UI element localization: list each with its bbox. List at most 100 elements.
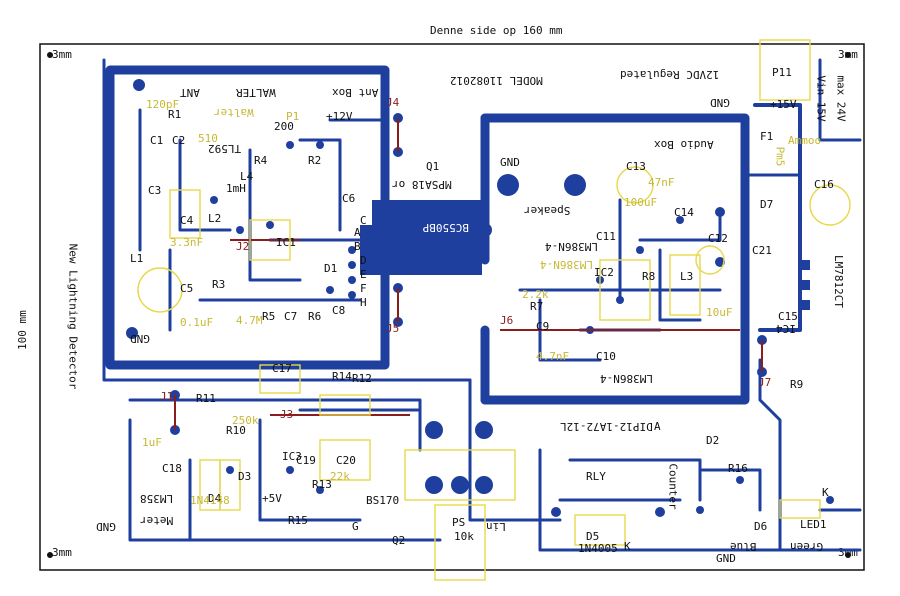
- pin-h: H: [360, 296, 367, 309]
- value-4-7nf: 4.7nF: [536, 350, 570, 363]
- jumper-wires: [174, 118, 763, 430]
- pin-b: B: [354, 240, 361, 253]
- part-r14: R14: [332, 370, 352, 383]
- part-c2: C2: [172, 134, 186, 147]
- part-c1: C1: [150, 134, 164, 147]
- ant-label: ANT: [180, 86, 200, 99]
- part-r12: R12: [352, 372, 372, 385]
- counter-label: Counter: [666, 463, 680, 510]
- copper-pours: [360, 200, 482, 275]
- part-d5: D5: [586, 530, 600, 543]
- part-l2: L2: [208, 212, 222, 225]
- value-120pf: 120pF: [146, 98, 180, 111]
- value-1mh: 1mH: [226, 182, 246, 195]
- transistor-alt-label: BC550BP: [422, 221, 469, 234]
- pin-c: C: [360, 214, 367, 227]
- part-r9: R9: [790, 378, 804, 391]
- green-label: Green: [790, 540, 824, 553]
- gnd-label-1: GND: [130, 332, 150, 345]
- part-led1: LED1: [800, 518, 827, 531]
- vin-label: Vin 15V: [814, 75, 828, 122]
- part-c20: C20: [336, 454, 356, 467]
- jumper-j4: J4: [386, 96, 400, 109]
- value-1n4148: 1N4148: [190, 494, 230, 507]
- walter-label: WALTER: [236, 86, 276, 99]
- part-r5: R5: [262, 310, 276, 323]
- model-label: MODEL 11082012: [450, 74, 543, 87]
- pin-f: F: [360, 282, 367, 295]
- value-22k: 22k: [330, 470, 350, 483]
- ic-lm386-2: LM386N-4: [540, 258, 593, 271]
- part-q2: Q2: [392, 534, 406, 547]
- part-c17: C17: [272, 362, 292, 375]
- part-f1: F1: [760, 130, 774, 143]
- part-c10: C10: [596, 350, 616, 363]
- part-c11: C11: [596, 230, 616, 243]
- value-plus-5v: +5V: [262, 492, 282, 505]
- part-d6: D6: [754, 520, 768, 533]
- part-r4: R4: [254, 154, 268, 167]
- part-d7: D7: [760, 198, 774, 211]
- part-d1: D1: [324, 262, 338, 275]
- part-c4: C4: [180, 214, 194, 227]
- value-ammoo: Ammoo: [788, 134, 822, 147]
- ic-lm386-3: LM386N-4: [600, 372, 653, 385]
- lin-label: Lin: [486, 520, 506, 533]
- part-c6: C6: [342, 192, 356, 205]
- part-p1: P1: [286, 110, 300, 123]
- part-q1: Q1: [426, 160, 440, 173]
- project-name: New Lightning Detector: [66, 243, 80, 390]
- part-r10: R10: [226, 424, 246, 437]
- ic4-label: IC4: [776, 322, 796, 335]
- value-bs170: BS170: [366, 494, 400, 507]
- value-2-2k: 2.2k: [522, 288, 549, 301]
- walter-silk-label: Walter: [214, 106, 254, 119]
- gnd-label-5: GND: [716, 552, 736, 565]
- part-l1: L1: [130, 252, 144, 265]
- part-r13: R13: [312, 478, 332, 491]
- part-r16: R16: [728, 462, 748, 475]
- part-c16: C16: [814, 178, 834, 191]
- part-c9: C9: [536, 320, 550, 333]
- jumper-j7: J7: [758, 376, 772, 389]
- value-3-3nf: 3.3nF: [170, 236, 204, 249]
- jumper-j6: J6: [500, 314, 514, 327]
- part-ic2: IC2: [594, 266, 614, 279]
- ant-box-label: Ant Box: [332, 86, 379, 99]
- part-c3: C3: [148, 184, 162, 197]
- part-r11: R11: [196, 392, 216, 405]
- part-r2: R2: [308, 154, 322, 167]
- part-rly: RLY: [586, 470, 606, 483]
- part-c8: C8: [332, 304, 346, 317]
- part-r15: R15: [288, 514, 308, 527]
- pin-d: D: [360, 254, 367, 267]
- max-vin-label: max 24V: [834, 75, 848, 122]
- silkscreen-outlines: [137, 39, 851, 581]
- meter-label: Meter: [140, 514, 174, 527]
- value-510: 510: [198, 132, 218, 145]
- ic-lm7812: LM7812CT: [831, 255, 845, 308]
- part-r1: R1: [168, 108, 182, 121]
- part-p11: P11: [772, 66, 792, 79]
- value-250k: 250k: [232, 414, 259, 427]
- value-1uf: 1uF: [142, 436, 162, 449]
- mounting-holes: [47, 52, 851, 558]
- top-dimension: Denne side op 160 mm: [430, 24, 563, 37]
- pin-a: A: [354, 226, 361, 239]
- part-d2: D2: [706, 434, 720, 447]
- jumper-j1: J1: [160, 390, 174, 403]
- ic-lm386-1: LM386N-4: [545, 240, 598, 253]
- part-c15: C15: [778, 310, 798, 323]
- pin-e: E: [360, 268, 367, 281]
- pin-k-led: K: [822, 486, 829, 499]
- transistor-label: MPSA18 or: [392, 178, 452, 191]
- part-r7: R7: [530, 300, 544, 313]
- part-r3: R3: [212, 278, 226, 291]
- relay-part-label: DIP12-1A72-12L: [560, 420, 653, 433]
- part-r6: R6: [308, 310, 322, 323]
- pin-a-relay: A: [654, 420, 661, 433]
- value-100uf: 100uF: [624, 196, 658, 209]
- gnd-label-4: GND: [96, 520, 116, 533]
- part-l4: L4: [240, 170, 254, 183]
